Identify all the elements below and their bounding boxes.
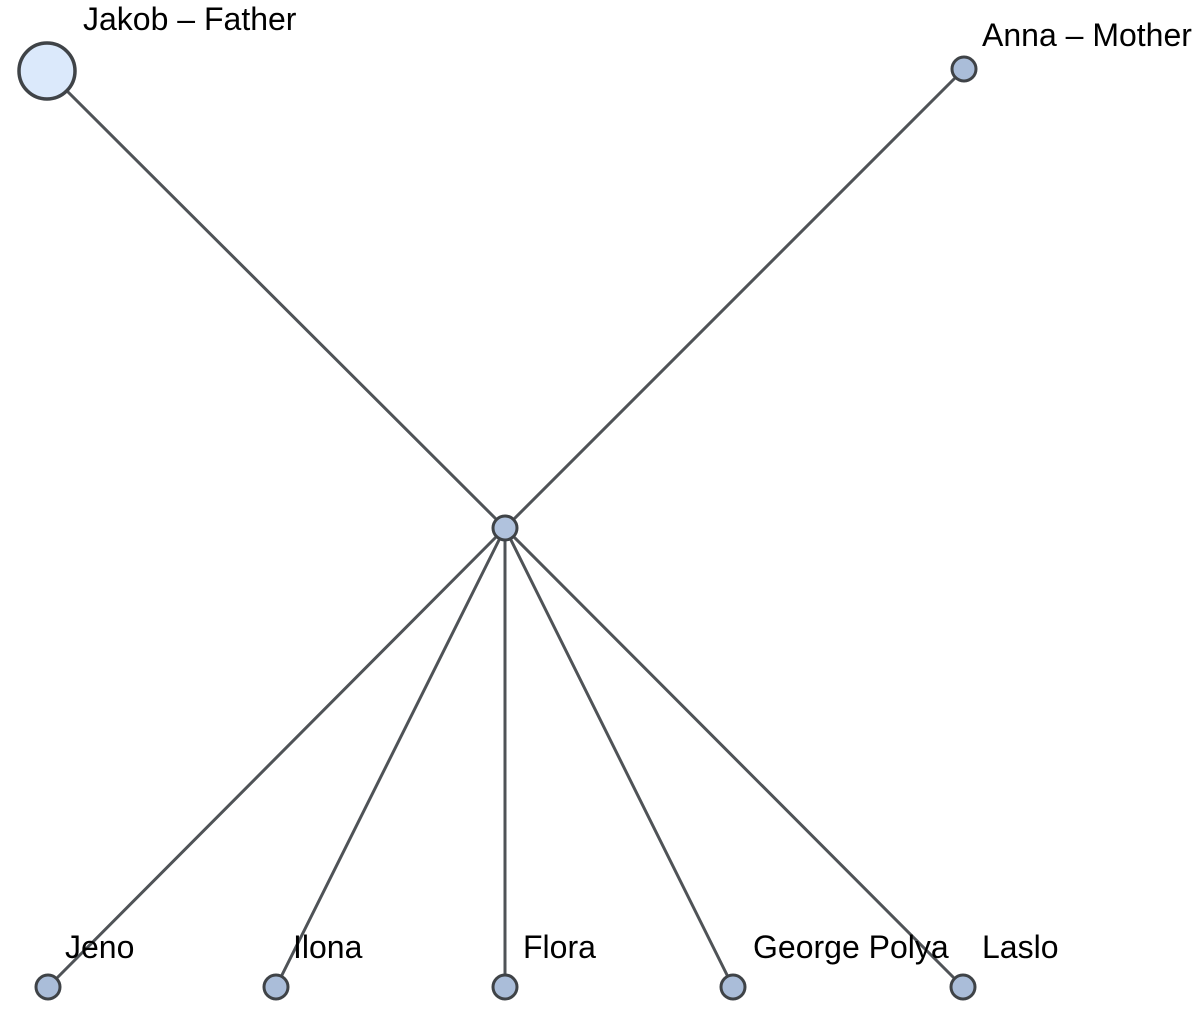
edge-center-ilona <box>274 526 507 989</box>
node-jeno <box>34 973 62 1001</box>
node-layer <box>17 41 978 1001</box>
node-label-george: George Polya <box>753 929 949 965</box>
node-flora <box>491 973 519 1001</box>
node-label-jakob: Jakob – Father <box>83 1 297 37</box>
edge-center-jeno <box>46 526 507 989</box>
node-jakob <box>17 41 77 101</box>
node-center <box>491 514 519 542</box>
node-laslo <box>949 973 977 1001</box>
edge-layer <box>45 67 966 989</box>
node-label-anna: Anna – Mother <box>982 17 1192 53</box>
node-label-flora: Flora <box>523 929 596 965</box>
edge-center-laslo <box>503 526 965 989</box>
edge-center-george <box>503 526 735 989</box>
node-george <box>719 973 747 1001</box>
node-label-ilona: Ilona <box>293 929 363 965</box>
node-anna <box>950 55 978 83</box>
edge-jakob-center <box>45 69 507 530</box>
edge-anna-center <box>503 67 966 530</box>
node-label-laslo: Laslo <box>982 929 1059 965</box>
node-ilona <box>262 973 290 1001</box>
node-label-jeno: Jeno <box>65 929 134 965</box>
